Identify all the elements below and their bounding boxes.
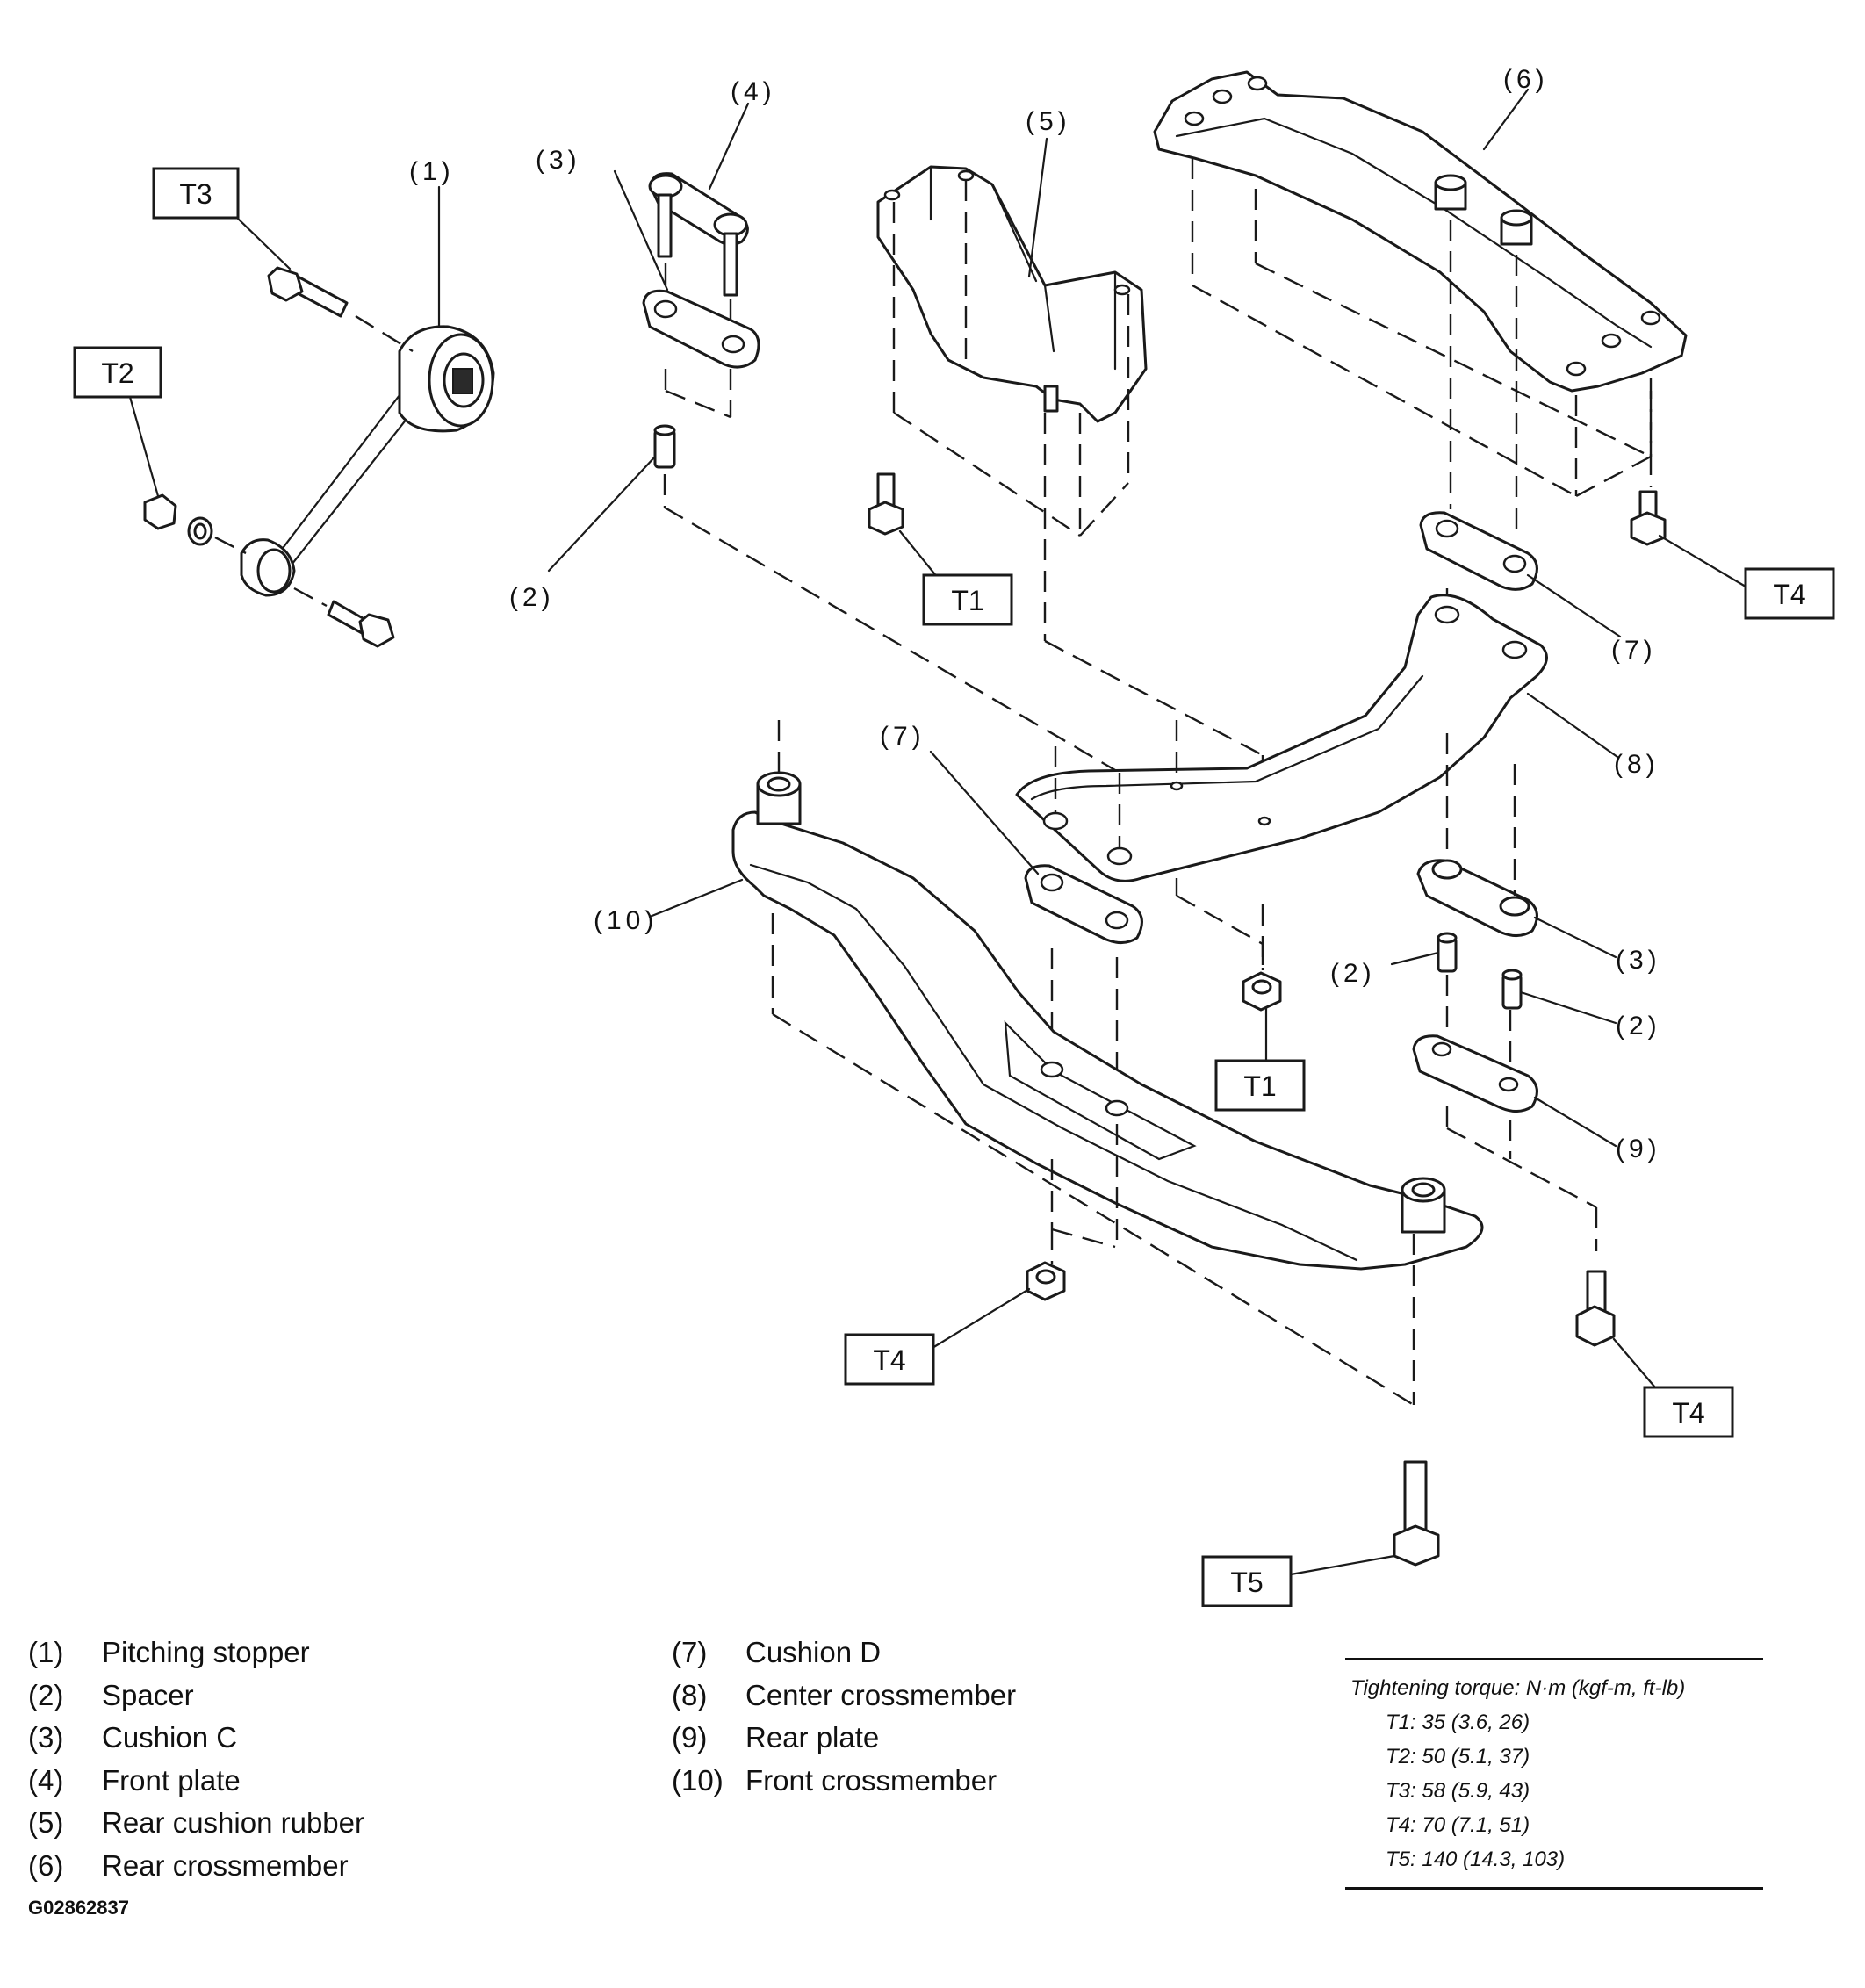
legend-label: Pitching stopper	[102, 1636, 310, 1668]
callout-8: (8)	[1614, 750, 1660, 779]
callout-2: (2)	[1330, 959, 1376, 988]
legend-label: Rear crossmember	[102, 1848, 349, 1882]
legend-number: (10)	[672, 1763, 724, 1797]
rear-plate	[1412, 975, 1598, 1251]
torque-tag-t1: T1	[1214, 1059, 1306, 1112]
callout-2: (2)	[1616, 1012, 1661, 1041]
legend-number: (6)	[28, 1848, 64, 1882]
legend-label: Rear plate	[745, 1721, 880, 1754]
front-plate-top	[648, 172, 749, 297]
svg-text:T1: T1	[951, 585, 983, 616]
callout-9: (9)	[1616, 1134, 1661, 1163]
torque-tag-t2: T2	[73, 346, 162, 399]
callout-7: (7)	[880, 722, 925, 751]
callout-2: (2)	[509, 583, 555, 612]
callout-4: (4)	[731, 77, 776, 106]
torque-tag-t5: T5	[1201, 1555, 1293, 1607]
torque-tag-t3: T3	[152, 167, 240, 220]
svg-text:T4: T4	[1672, 1397, 1704, 1429]
callout-5: (5)	[1026, 107, 1071, 136]
nut-t4-lower	[1026, 1261, 1066, 1301]
cushion-c-top	[642, 263, 760, 419]
bolt-t3	[267, 266, 414, 353]
legend-number: (8)	[672, 1678, 708, 1711]
legend-label: Cushion D	[745, 1636, 882, 1668]
cushion-d-top	[1419, 511, 1538, 597]
callout-6: (6)	[1503, 65, 1549, 94]
callout-3: (3)	[536, 146, 581, 175]
torque-row: T4: 70 (7.1, 51)	[1386, 1813, 1530, 1837]
torque-tag-t1: T1	[922, 573, 1013, 626]
parts-legend: (1) Pitching stopper (2) Spacer (3) Cushion…	[28, 1635, 1328, 1882]
exploded-diagram: (1) (2) (3) (4) (5) (6) (7) (8) (7) (10)…	[73, 65, 1835, 1607]
legend-number: (9)	[672, 1721, 708, 1754]
svg-text:T1: T1	[1243, 1070, 1276, 1102]
nut-t1-lower	[1242, 904, 1282, 1012]
figure-code: G02862837	[28, 1897, 129, 1919]
torque-table: Tightening torque: N·m (kgf-m, ft-lb) T1…	[1345, 1658, 1763, 1890]
torque-tag-t4: T4	[844, 1333, 935, 1386]
callout-7: (7)	[1611, 636, 1657, 665]
legend-number: (5)	[28, 1806, 64, 1839]
spacers-right	[1437, 932, 1523, 1010]
pitching-stopper-bolt	[293, 587, 395, 648]
legend-label: Cushion C	[102, 1721, 238, 1754]
legend-number: (2)	[28, 1678, 64, 1711]
legend-number: (3)	[28, 1721, 64, 1754]
torque-tag-t4: T4	[1744, 567, 1835, 620]
callout-1: (1)	[409, 157, 455, 186]
leader-lines	[128, 88, 1747, 1576]
front-crossmember	[731, 720, 1484, 1407]
legend-label: Spacer	[102, 1678, 194, 1711]
callout-10: (10)	[594, 906, 658, 935]
rear-cushion-rubber	[876, 165, 1264, 812]
svg-text:T3: T3	[179, 178, 212, 210]
torque-row: T2: 50 (5.1, 37)	[1386, 1745, 1530, 1768]
legend-number: (7)	[672, 1636, 708, 1668]
bolt-t5	[1393, 1460, 1440, 1567]
legend-number: (4)	[28, 1763, 64, 1797]
torque-table-title: Tightening torque: N·m (kgf-m, ft-lb)	[1350, 1676, 1686, 1700]
cushion-c-right	[1416, 733, 1538, 937]
pitching-stopper	[240, 325, 495, 597]
svg-text:T2: T2	[101, 357, 133, 389]
torque-row: T1: 35 (3.6, 26)	[1386, 1711, 1530, 1734]
legend-label: Rear cushion rubber	[102, 1806, 364, 1839]
svg-text:T5: T5	[1230, 1567, 1263, 1598]
svg-text:T4: T4	[873, 1344, 905, 1376]
bolt-t4-right	[1575, 1270, 1616, 1347]
bolt-t1-upper	[868, 472, 904, 536]
svg-text:T4: T4	[1773, 579, 1805, 610]
torque-tag-t4: T4	[1643, 1386, 1734, 1438]
callout-3: (3)	[1616, 946, 1661, 975]
bolt-t4-upper	[1630, 391, 1667, 546]
rear-crossmember	[1153, 70, 1688, 536]
torque-row: T3: 58 (5.9, 43)	[1386, 1779, 1530, 1803]
callout-labels: (1) (2) (3) (4) (5) (6) (7) (8) (7) (10)…	[409, 65, 1661, 1163]
nut-washer-t2	[143, 493, 247, 555]
legend-number: (1)	[28, 1636, 64, 1668]
legend-label: Center crossmember	[745, 1678, 1017, 1711]
legend-label: Front plate	[102, 1763, 241, 1797]
legend-label: Front crossmember	[745, 1763, 997, 1797]
torque-row: T5: 140 (14.3, 103)	[1386, 1848, 1566, 1871]
